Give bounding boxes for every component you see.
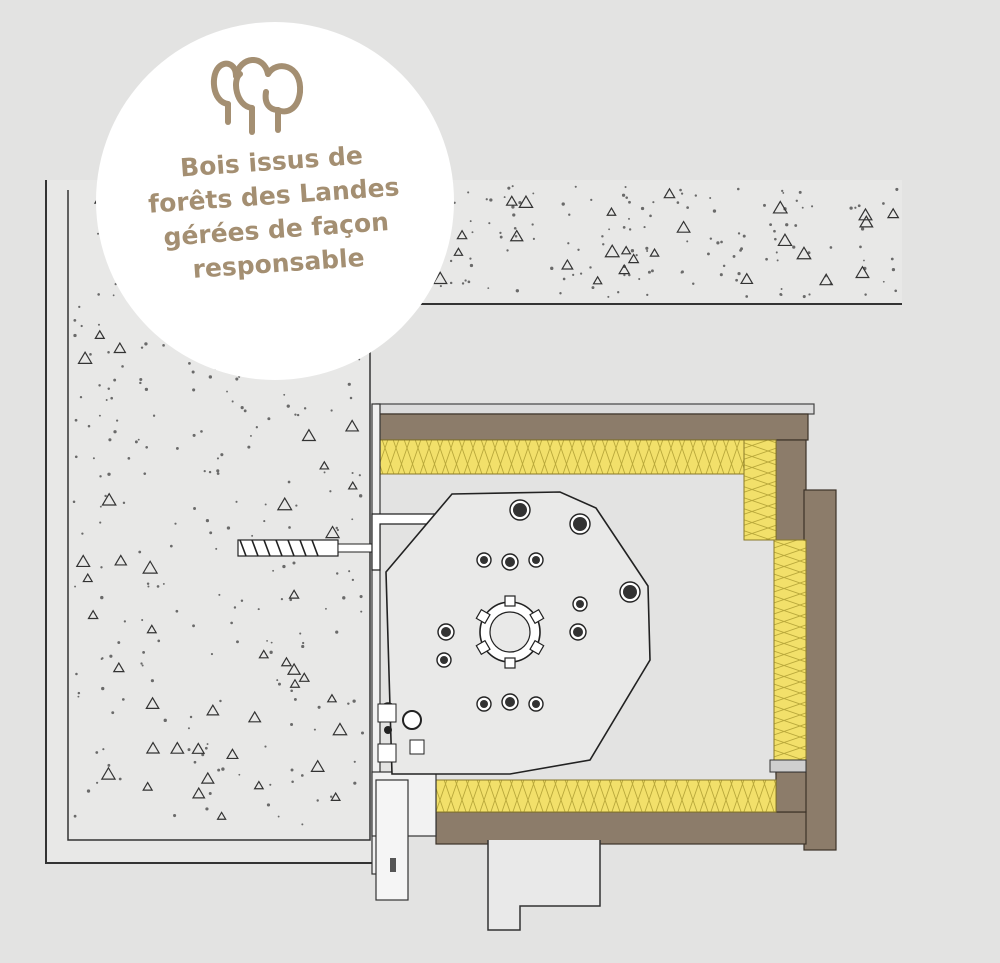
motor-mounting-star [475,595,545,669]
badge-label: Bois issus de forêts des Landes gérées d… [114,134,437,292]
guide-rail [371,403,601,931]
trees-icon [210,57,304,135]
switch-components [377,703,425,763]
insulation-panels [375,439,807,813]
sustainability-badge [96,22,454,380]
